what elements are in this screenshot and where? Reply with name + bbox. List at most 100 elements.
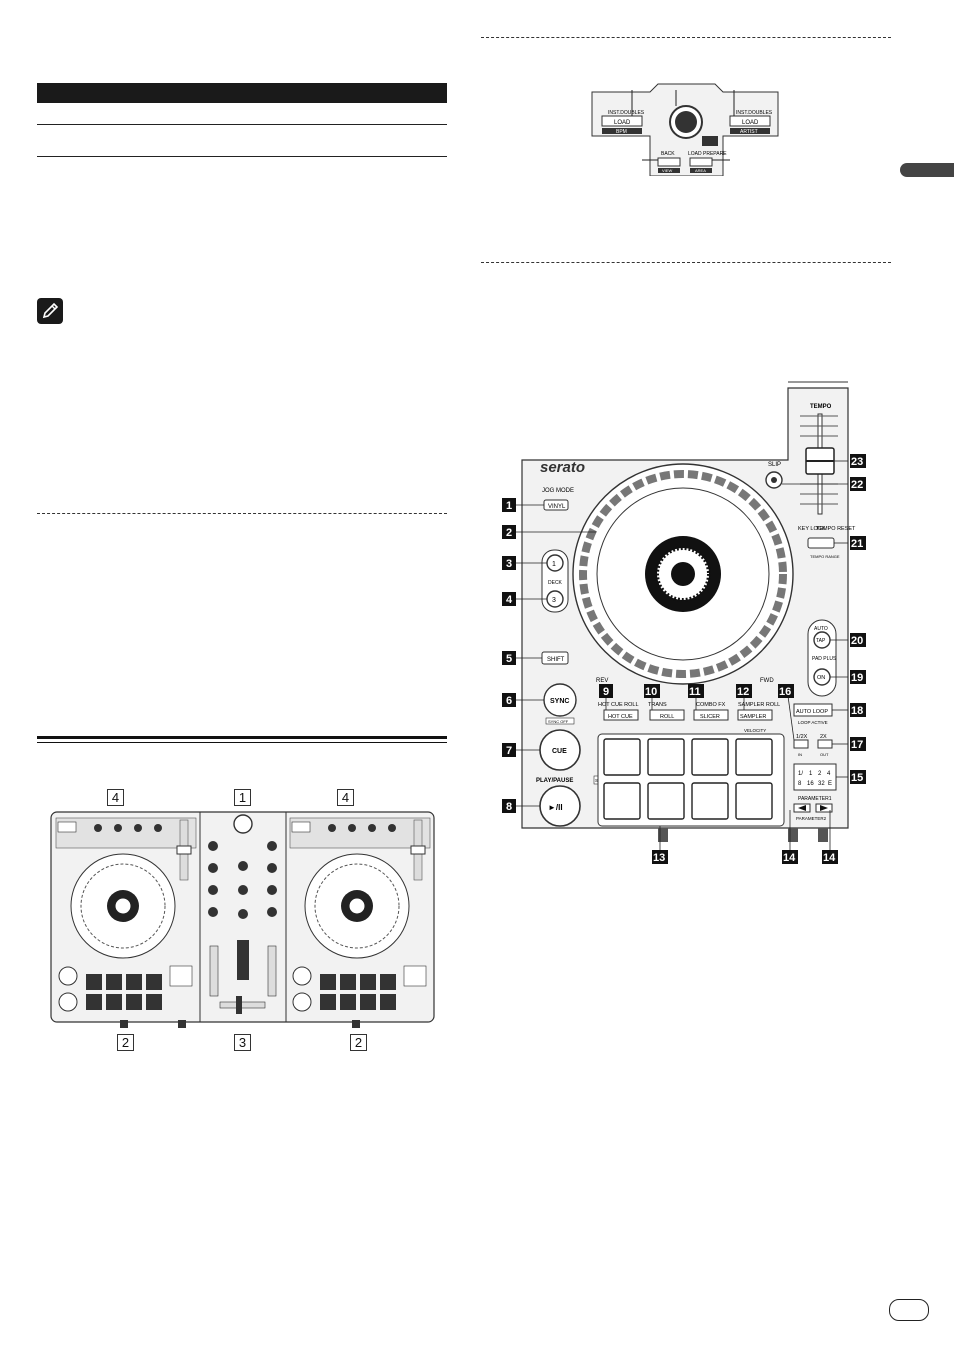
table-row-divider	[37, 124, 447, 125]
deck-section-diagram: serato TEMPO SLIP JOG MODE VINYL REV FWD…	[502, 381, 866, 864]
hot-cue-label: HOT CUE	[608, 714, 633, 720]
callout-5: 5	[506, 653, 512, 665]
loop-out-label: OUT	[820, 752, 829, 757]
slicer-mode-button	[693, 709, 729, 721]
callout-9: 9	[603, 686, 609, 698]
loop-half-button	[793, 739, 809, 749]
page-number-badge	[889, 1299, 929, 1321]
load-left-label: LOAD	[614, 120, 631, 126]
callout-markers: 1 2 3 4 5 6 7 8 9 10 11 12 13 14 14 15 1…	[502, 454, 866, 864]
inst-doubles-right-label: INST.DOUBLES	[736, 110, 773, 116]
beat-3: 2	[818, 771, 822, 777]
callout-11: 11	[689, 686, 701, 698]
overview-left-deck	[55, 817, 197, 1012]
callout-14b: 14	[823, 852, 836, 864]
deck-label: DECK	[548, 580, 563, 586]
bpm-label: BPM	[616, 129, 627, 135]
sampler-roll-label: SAMPLER ROLL	[738, 702, 780, 708]
callout-22: 22	[851, 479, 863, 491]
tempo-range-label: TEMPO RANGE	[810, 554, 840, 559]
callout-18: 18	[851, 705, 863, 717]
callout-3: 3	[506, 558, 512, 570]
hot-cue-mode-button	[603, 709, 639, 721]
beat-5: 8	[798, 781, 802, 787]
overview-label-mixer: 3	[234, 1034, 251, 1051]
area-label: AREA	[695, 168, 706, 173]
note-icon	[37, 298, 63, 324]
parameter2-label: PARAMETER2	[796, 816, 827, 821]
callout-23: 23	[851, 456, 863, 468]
cue-label: CUE	[552, 748, 567, 755]
on-label: ON	[817, 675, 825, 681]
loop-in-label: IN	[798, 752, 802, 757]
tempo-slider: TEMPO	[800, 404, 838, 515]
auto-label: AUTO	[814, 626, 828, 632]
beat-1: 1/	[798, 771, 803, 777]
callout-14a: 14	[783, 852, 796, 864]
roll-mode-button	[649, 709, 685, 721]
combo-fx-label: COMBO FX	[696, 702, 726, 708]
serato-logo: serato	[540, 459, 585, 476]
double-label: 2X	[820, 734, 827, 740]
callout-12: 12	[737, 686, 749, 698]
callout-21: 21	[851, 538, 863, 550]
callout-15: 15	[851, 772, 863, 784]
vinyl-label: VINYL	[548, 504, 566, 510]
sync-off-label: SYNC OFF	[548, 719, 569, 724]
controller-overview-diagram	[50, 811, 435, 1028]
load-prepare-label: LOAD PREPARE	[688, 151, 727, 157]
callout-10: 10	[645, 686, 657, 698]
jog-wheel: REV FWD	[572, 463, 794, 685]
callout-1: 1	[506, 500, 512, 512]
deck-3-label: 3	[552, 597, 556, 604]
section-divider	[37, 513, 447, 514]
auto-loop-label: AUTO LOOP	[796, 709, 828, 715]
loop-active-label: LOOP ACTIVE	[798, 720, 828, 725]
language-tab	[900, 163, 954, 177]
section-divider	[481, 262, 891, 263]
overview-mixer	[208, 814, 277, 1014]
loop-double-button	[817, 739, 833, 749]
hot-cue-roll-label: HOT CUE ROLL	[598, 702, 639, 708]
beat-8: E	[828, 781, 832, 787]
callout-8: 8	[506, 801, 512, 813]
overview-label-deck-right: 4	[337, 789, 354, 806]
trans-label: TRANS	[648, 702, 667, 708]
pad-plus-label: PAD PLUS	[812, 656, 837, 662]
beat-4: 4	[827, 771, 831, 777]
overview-label-jog-right: 2	[350, 1034, 367, 1051]
artist-label: ARTIST	[740, 129, 758, 135]
beat-6: 16	[807, 781, 814, 787]
inst-doubles-left-label: INST.DOUBLES	[608, 110, 645, 116]
callout-2: 2	[506, 527, 512, 539]
parameter1-label: PARAMETER1	[798, 796, 832, 802]
callout-4: 4	[506, 594, 513, 606]
load-right-label: LOAD	[742, 120, 759, 126]
overview-label-browser: 1	[234, 789, 251, 806]
tap-label: TAP	[816, 638, 826, 644]
callout-13: 13	[653, 852, 665, 864]
overview-right-deck	[289, 817, 431, 1012]
callout-lines	[514, 460, 848, 850]
play-pause-label: PLAY/PAUSE	[536, 778, 573, 784]
chapter-rule-thin	[37, 742, 447, 743]
slicer-label: SLICER	[700, 714, 720, 720]
play-symbol: ►/II	[548, 803, 563, 812]
table-row-divider	[37, 156, 447, 157]
callout-16: 16	[779, 686, 791, 698]
fwd-label: FWD	[760, 678, 774, 684]
key-lock-button	[807, 537, 835, 549]
shift-label: SHIFT	[547, 657, 565, 663]
callout-7: 7	[506, 745, 512, 757]
deck-1-label: 1	[552, 561, 556, 568]
chapter-rule	[37, 736, 447, 739]
velocity-label: VELOCITY	[744, 728, 766, 733]
slip-label: SLIP	[768, 462, 781, 468]
browser-section-diagram: INST.DOUBLES INST.DOUBLES LOAD LOAD BPM …	[591, 83, 779, 176]
sampler-mode-button	[737, 709, 773, 721]
rev-label: REV	[596, 678, 608, 684]
tempo-reset-label: TEMPO RESET	[816, 526, 856, 532]
view-label: VIEW	[662, 168, 672, 173]
jog-mode-label: JOG MODE	[542, 488, 574, 494]
callout-17: 17	[851, 739, 863, 751]
